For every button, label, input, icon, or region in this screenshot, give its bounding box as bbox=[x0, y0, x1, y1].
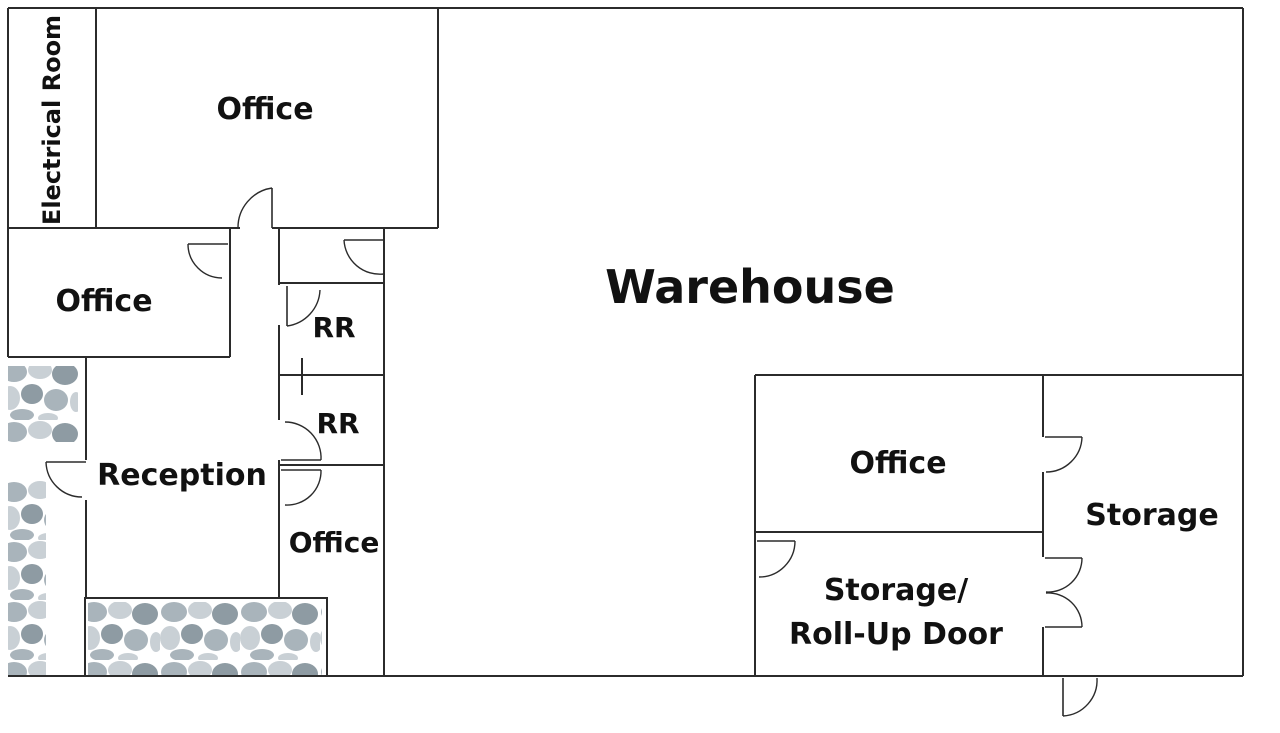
door-rr-lower bbox=[281, 421, 322, 461]
door-storage-double bbox=[1045, 557, 1083, 628]
stone-patch-bottom bbox=[88, 602, 322, 676]
room-label-rr-lower: RR bbox=[316, 407, 359, 440]
room-label-electrical-room: Electrical Room bbox=[38, 15, 66, 225]
room-label-rr-upper: RR bbox=[312, 311, 355, 344]
room-label-storage: Storage bbox=[1085, 498, 1218, 533]
door-reception-entry bbox=[45, 461, 86, 498]
room-label-storage-rollup-line2: Roll-Up Door bbox=[789, 617, 1003, 652]
room-label-office-small: Office bbox=[289, 526, 380, 559]
door-office-left bbox=[187, 243, 228, 279]
door-storage-rollup bbox=[757, 540, 796, 578]
room-label-reception: Reception bbox=[97, 458, 267, 493]
doors bbox=[45, 187, 1098, 717]
outer-walls bbox=[7, 7, 1244, 677]
room-label-warehouse: Warehouse bbox=[605, 260, 895, 314]
door-rr-upper bbox=[286, 286, 321, 327]
room-label-office-right: Office bbox=[849, 446, 946, 481]
door-office-top bbox=[237, 187, 273, 229]
stone-patch-left-strip bbox=[8, 480, 46, 676]
stone-patch-upper-left bbox=[8, 366, 78, 442]
room-label-office-top: Office bbox=[216, 92, 313, 127]
door-office-right bbox=[1045, 436, 1083, 473]
room-label-storage-rollup-line1: Storage/ bbox=[824, 573, 968, 608]
door-office-small bbox=[281, 469, 322, 506]
room-label-office-left: Office bbox=[55, 284, 152, 319]
door-exterior-bottom bbox=[1062, 677, 1098, 717]
interior-walls bbox=[8, 8, 1243, 676]
door-warehouse-top bbox=[343, 239, 385, 275]
